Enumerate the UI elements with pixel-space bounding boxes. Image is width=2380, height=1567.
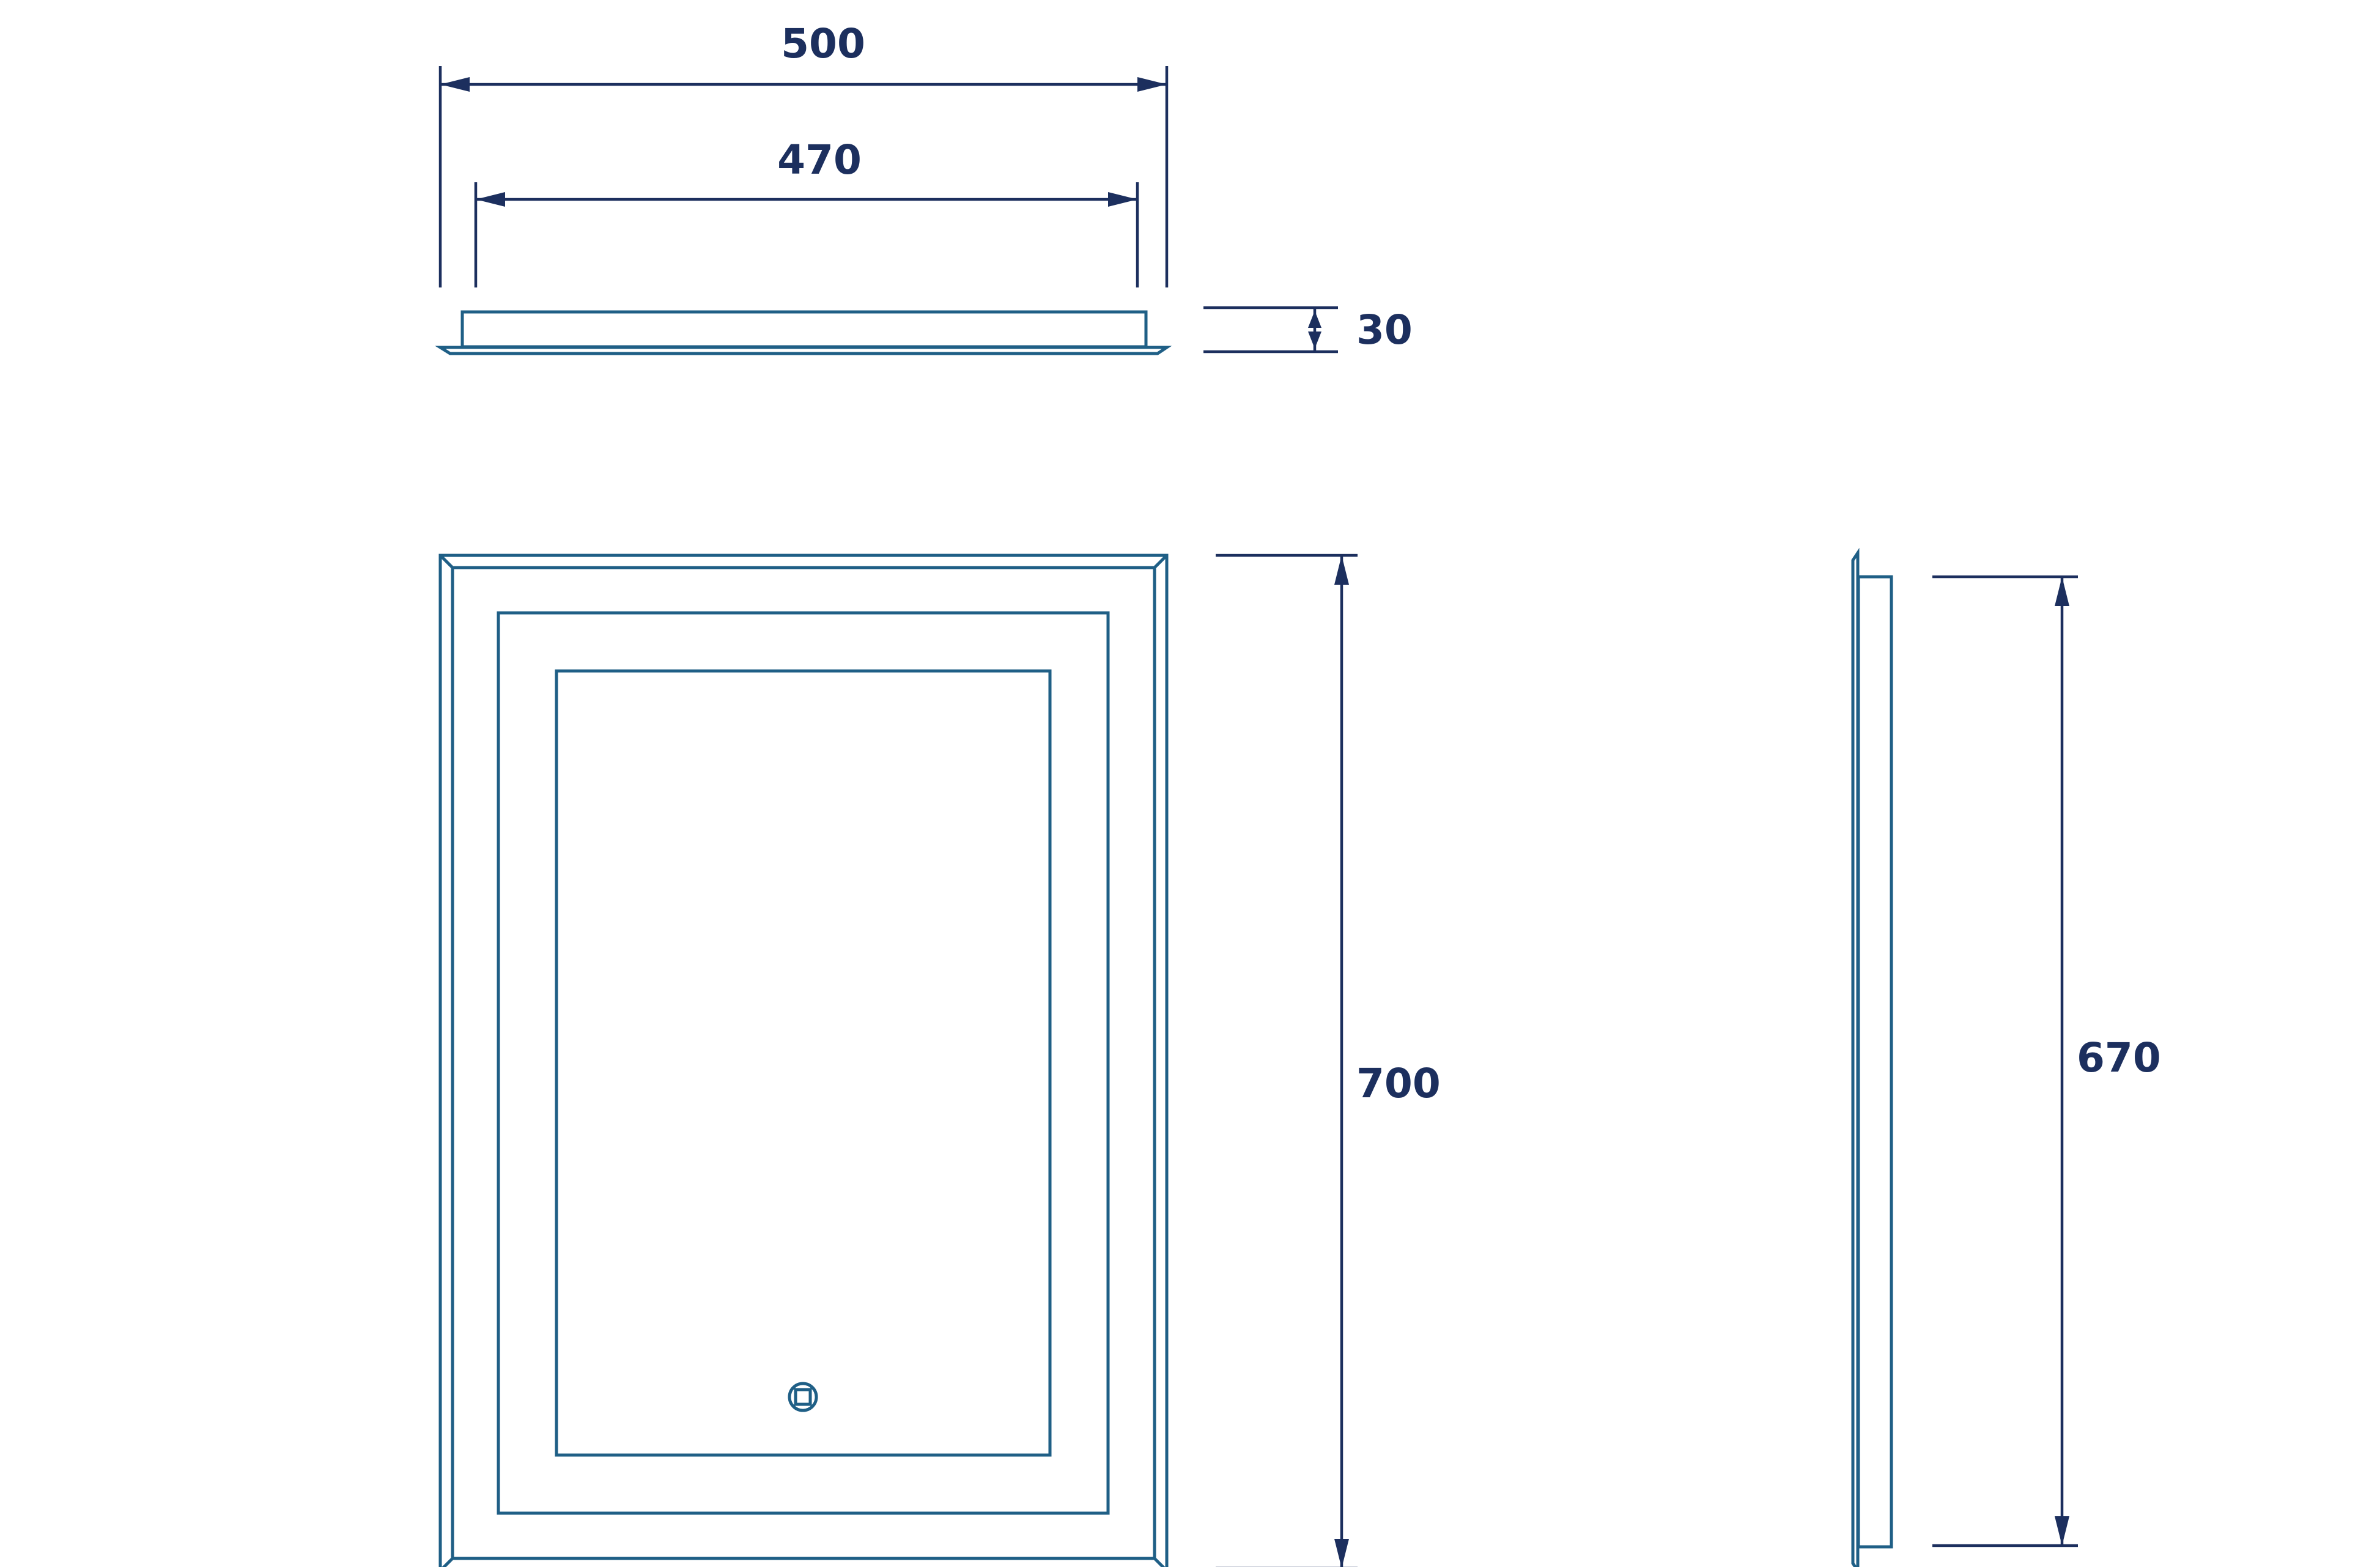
front-bevel-edge bbox=[451, 566, 1156, 1560]
inner-width-label: 470 bbox=[777, 136, 862, 183]
bevel-corner-top-right bbox=[1153, 554, 1168, 569]
arrowhead-up bbox=[1308, 311, 1321, 328]
overall-width-label: 500 bbox=[781, 20, 865, 67]
arrowhead-up bbox=[2055, 577, 2069, 606]
front-outer-frame bbox=[438, 554, 1169, 1567]
front-inner-mirror bbox=[555, 669, 1052, 1457]
dimension-inner-height: 670 bbox=[1932, 575, 2161, 1547]
arrowhead-down bbox=[1334, 1539, 1349, 1567]
dimension-overall-height: 700 bbox=[1216, 554, 1441, 1567]
side-back-body bbox=[1857, 575, 1893, 1549]
side-view: 670 bbox=[1851, 547, 2161, 1567]
inner-height-label: 670 bbox=[2077, 1034, 2161, 1081]
arrowhead-up bbox=[1334, 555, 1349, 585]
touch-switch-icon bbox=[788, 1382, 818, 1412]
top-view-back-body bbox=[460, 310, 1148, 349]
arrowhead-down bbox=[2055, 1516, 2069, 1546]
depth-label: 30 bbox=[1356, 306, 1413, 354]
arrowhead-right bbox=[1108, 192, 1137, 207]
bevel-corner-bottom-left bbox=[442, 1557, 454, 1567]
dimension-depth: 30 bbox=[1203, 306, 1413, 354]
side-glass-profile bbox=[1851, 547, 1860, 1567]
dimension-inner-width: 470 bbox=[474, 136, 1139, 287]
arrowhead-right bbox=[1137, 77, 1167, 92]
top-view-front-panel bbox=[435, 346, 1172, 355]
arrowhead-left bbox=[440, 77, 470, 92]
dimension-overall-width: 500 bbox=[438, 20, 1169, 287]
overall-height-label: 700 bbox=[1356, 1060, 1441, 1107]
top-view: 500 470 30 bbox=[435, 20, 1413, 355]
bevel-corner-bottom-right bbox=[1153, 1557, 1166, 1567]
bevel-corner-top-left bbox=[439, 554, 454, 569]
front-led-frame bbox=[497, 611, 1110, 1515]
front-view: 700 bbox=[438, 554, 1441, 1567]
arrowhead-down bbox=[1308, 332, 1321, 349]
arrowhead-left bbox=[476, 192, 505, 207]
